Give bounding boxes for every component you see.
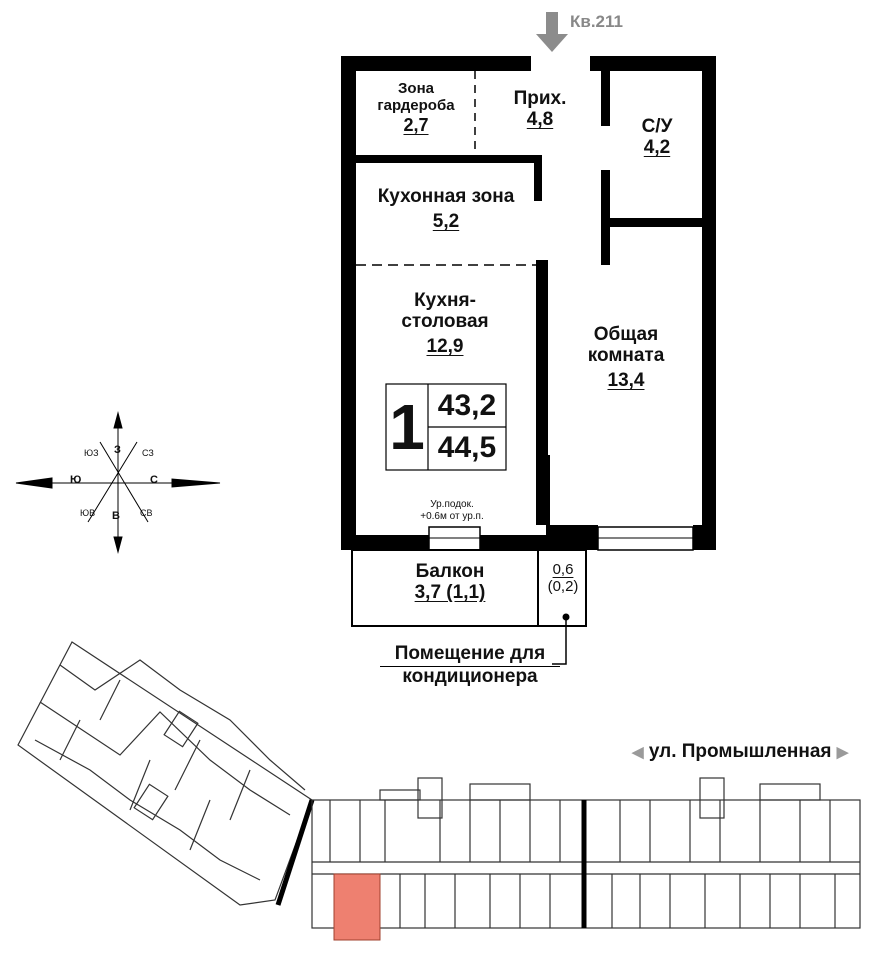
compass-east-label: В bbox=[112, 510, 120, 522]
balcony-outline bbox=[351, 549, 587, 627]
ac-niche-area: 0,6 bbox=[552, 561, 574, 578]
compass-ne-label: СВ bbox=[140, 508, 153, 518]
sill-note-line1: Ур.подок. bbox=[430, 499, 474, 510]
compass-se-label: ЮВ bbox=[80, 508, 96, 518]
room-wardrobe-name2: гардероба bbox=[377, 96, 455, 114]
room-kitchen-dining: Кухня- столовая 12,9 bbox=[370, 290, 520, 357]
compass-rose-icon bbox=[15, 411, 221, 554]
room-kitchen-zone-name: Кухонная зона bbox=[377, 186, 515, 207]
room-bathroom: С/У 4,2 bbox=[614, 116, 700, 159]
room-hall-name: Прих. bbox=[513, 88, 567, 109]
sill-note: Ур.подок. +0.6м от ур.п. bbox=[402, 499, 502, 522]
room-balcony: Балкон 3,7 (1,1) bbox=[370, 561, 530, 604]
entrance-arrow-icon bbox=[536, 12, 568, 52]
building-wing-left bbox=[17, 641, 313, 906]
room-living: Общая комната 13,4 bbox=[556, 324, 696, 391]
compass-sw-label: ЮЗ bbox=[84, 448, 99, 458]
room-bathroom-area: 4,2 bbox=[643, 137, 671, 159]
room-kitchen-zone-area: 5,2 bbox=[432, 211, 460, 233]
area-living-value: 43,2 bbox=[437, 389, 497, 422]
room-living-name2: комната bbox=[587, 345, 665, 367]
outer-walls bbox=[341, 56, 716, 550]
street-label: ◀ ул. Промышленная ▶ bbox=[632, 741, 848, 763]
arrow-right-icon: ▶ bbox=[836, 744, 849, 761]
compass-north-label: С bbox=[150, 474, 158, 486]
building-section-joint bbox=[275, 799, 315, 906]
room-kitchen-dining-name2: столовая bbox=[401, 311, 489, 333]
ac-callout-line1: Помещение для bbox=[380, 643, 560, 667]
interior-walls bbox=[356, 56, 702, 525]
room-wardrobe-area: 2,7 bbox=[403, 114, 429, 135]
room-kitchen-dining-area: 12,9 bbox=[426, 335, 464, 357]
apartment-highlight bbox=[333, 873, 381, 941]
ac-callout-line2: кондиционера bbox=[402, 665, 538, 687]
room-kitchen-dining-name1: Кухня- bbox=[414, 290, 476, 311]
room-wardrobe-name1: Зона bbox=[398, 80, 434, 97]
sill-note-line2: +0.6м от ур.п. bbox=[420, 510, 484, 522]
room-kitchen-zone: Кухонная зона 5,2 bbox=[358, 186, 534, 233]
room-hall: Прих. 4,8 bbox=[498, 88, 582, 131]
area-summary-box bbox=[385, 383, 507, 471]
room-wardrobe: Зона гардероба 2,7 bbox=[360, 80, 472, 135]
compass-nw-label: СЗ bbox=[142, 448, 154, 458]
compass-south-label: Ю bbox=[70, 474, 82, 486]
ac-callout-label: Помещение для кондиционера bbox=[380, 643, 560, 687]
apartment-number: Кв.211 bbox=[570, 12, 623, 31]
room-living-name1: Общая bbox=[593, 324, 659, 345]
room-balcony-area: 3,7 (1,1) bbox=[414, 582, 486, 604]
rooms-count: 1 bbox=[389, 391, 425, 463]
living-window bbox=[597, 526, 694, 551]
area-total-value: 44,5 bbox=[437, 431, 497, 464]
room-living-area: 13,4 bbox=[607, 369, 645, 391]
room-balcony-name: Балкон bbox=[415, 561, 485, 582]
compass-west-label: З bbox=[114, 444, 121, 456]
ac-callout-leader bbox=[552, 613, 570, 665]
street-name: ул. Промышленная bbox=[648, 741, 832, 762]
room-bathroom-name: С/У bbox=[641, 116, 673, 137]
arrow-left-icon: ◀ bbox=[632, 744, 644, 761]
ac-niche-area-reduced: (0,2) bbox=[547, 577, 579, 595]
ac-niche: 0,6 (0,2) bbox=[540, 561, 586, 596]
room-hall-area: 4,8 bbox=[526, 109, 554, 131]
